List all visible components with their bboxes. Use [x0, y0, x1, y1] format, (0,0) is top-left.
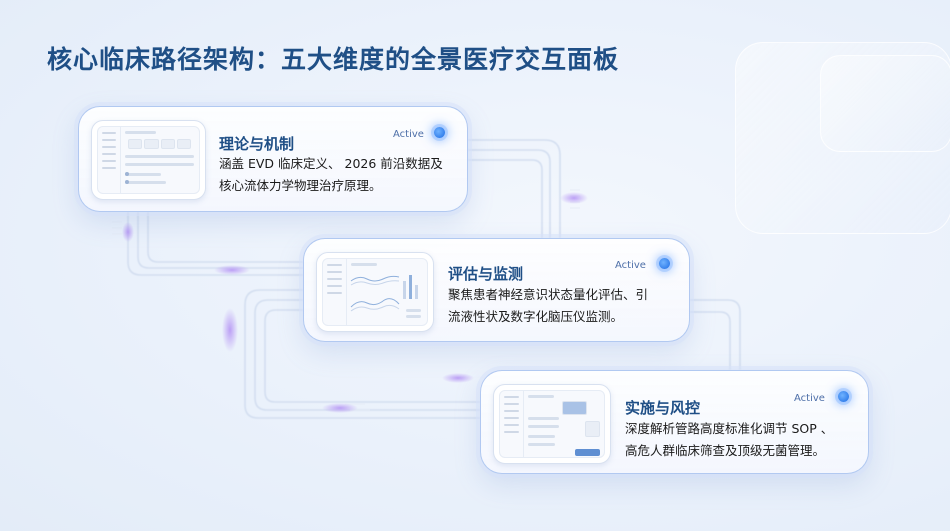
- card-desc-line-2: 核心流体力学物理治疗原理。: [219, 178, 382, 193]
- active-indicator-icon: [838, 391, 849, 402]
- charts-thumbnail-icon: [316, 252, 434, 332]
- card-desc-line-1: 聚焦患者神经意识状态量化评估、引: [448, 287, 649, 302]
- dashboard-thumbnail-icon: [91, 120, 206, 200]
- records-thumbnail-icon: [493, 384, 611, 464]
- status-label: Active: [393, 129, 424, 140]
- page-title: 核心临床路径架构：五大维度的全景医疗交互面板: [47, 45, 620, 74]
- card-desc-line-2: 高危人群临床筛查及顶级无菌管理。: [625, 443, 826, 458]
- card-desc-line-1: 深度解析管路高度标准化调节 SOP 、: [625, 421, 834, 436]
- decorative-glass-panel-inner: [820, 55, 950, 152]
- active-indicator-icon: [434, 127, 445, 138]
- card-implementation-risk[interactable]: 实施与风控 深度解析管路高度标准化调节 SOP 、 高危人群临床筛查及顶级无菌管…: [480, 370, 869, 474]
- card-title: 理论与机制: [219, 135, 295, 153]
- card-assessment-monitoring[interactable]: 评估与监测 聚焦患者神经意识状态量化评估、引 流液性状及数字化脑压仪监测。 Ac…: [303, 238, 690, 342]
- card-desc-line-1: 涵盖 EVD 临床定义、 2026 前沿数据及: [219, 156, 443, 171]
- decorative-glass-panel: [735, 42, 950, 234]
- status-label: Active: [615, 260, 646, 271]
- card-title: 实施与风控: [625, 399, 701, 417]
- status-label: Active: [794, 393, 825, 404]
- active-indicator-icon: [659, 258, 670, 269]
- card-desc-line-2: 流液性状及数字化脑压仪监测。: [448, 309, 624, 324]
- card-title: 评估与监测: [448, 265, 524, 283]
- card-theory-mechanism[interactable]: 理论与机制 涵盖 EVD 临床定义、 2026 前沿数据及 核心流体力学物理治疗…: [78, 106, 468, 212]
